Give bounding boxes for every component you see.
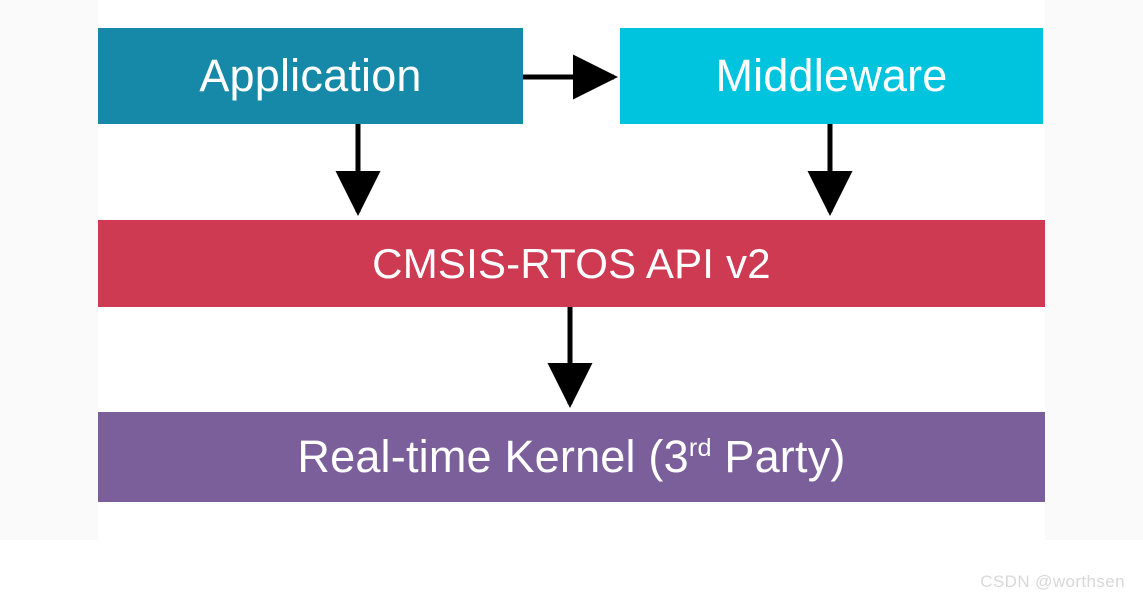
box-middleware[interactable]: Middleware xyxy=(620,28,1043,124)
box-cmsis-rtos-api-label: CMSIS-RTOS API v2 xyxy=(372,239,771,287)
box-cmsis-rtos-api[interactable]: CMSIS-RTOS API v2 xyxy=(98,220,1045,307)
box-realtime-kernel-label-before: Real-time Kernel (3 xyxy=(297,431,689,482)
box-realtime-kernel-label-superscript: rd xyxy=(688,434,712,462)
box-middleware-label: Middleware xyxy=(715,50,948,101)
box-application-label: Application xyxy=(199,50,422,101)
box-application[interactable]: Application xyxy=(98,28,523,124)
box-realtime-kernel[interactable]: Real-time Kernel (3rd Party) xyxy=(98,412,1045,502)
box-realtime-kernel-label-after: Party) xyxy=(711,431,846,482)
csdn-watermark: CSDN @worthsen xyxy=(980,572,1125,591)
box-realtime-kernel-label: Real-time Kernel (3rd Party) xyxy=(297,431,845,483)
